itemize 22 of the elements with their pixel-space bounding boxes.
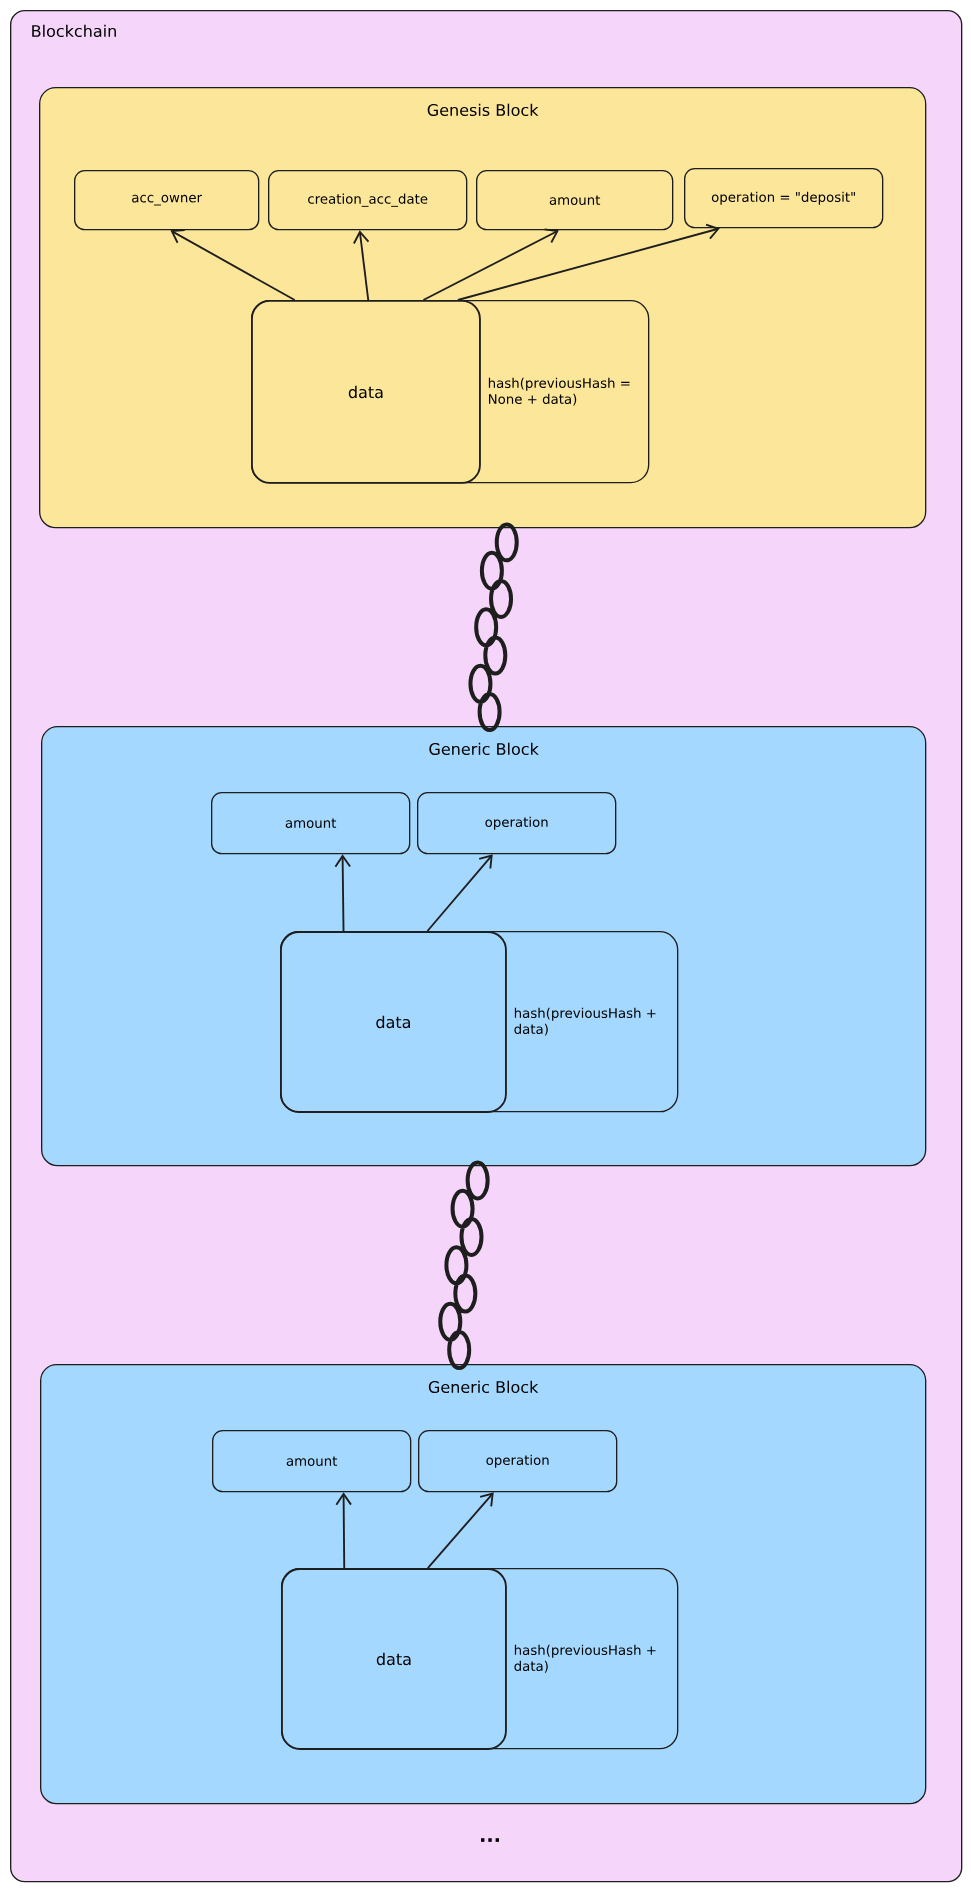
data-box: data [280,931,507,1113]
arrow [335,1492,352,1569]
field-box: amount [211,792,411,855]
field-box: creation_acc_date [268,170,468,231]
arrow [426,1492,494,1569]
data-box: data [251,300,481,484]
field-box: amount [476,170,674,231]
field-box: amount [212,1430,412,1493]
field-box: operation = "deposit" [684,168,884,229]
arrow [426,854,493,932]
arrow [334,854,351,932]
chain-link [438,1160,490,1370]
field-box: operation [418,1430,618,1493]
arrow [353,230,370,301]
ellipsis-text: ... [481,1838,499,1842]
field-box: operation [417,792,617,855]
field-box: acc_owner [74,170,260,231]
arrow [456,223,720,301]
data-box: data [281,1568,507,1750]
arrow [422,228,559,301]
arrow [170,229,296,301]
chain-link [468,522,519,732]
